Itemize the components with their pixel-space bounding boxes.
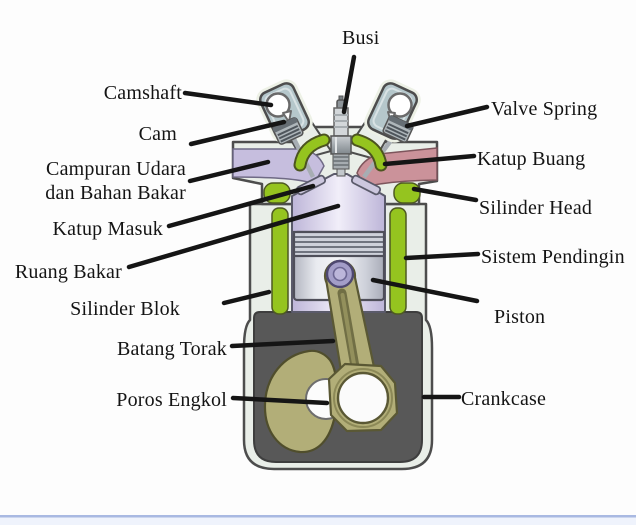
label-crankcase: Crankcase xyxy=(461,388,547,410)
camshaft-right xyxy=(387,92,413,118)
label-poros-engkol: Poros Engkol xyxy=(116,389,227,411)
label-valve-spring: Valve Spring xyxy=(491,98,598,120)
leader-cam xyxy=(188,119,287,147)
label-sistem-pendingin: Sistem Pendingin xyxy=(481,246,625,268)
leader-valve-spring xyxy=(404,104,490,129)
leader-katup-buang xyxy=(382,153,477,167)
leader-camshaft xyxy=(182,90,274,108)
label-camshaft: Camshaft xyxy=(103,82,182,104)
leader-silinder-head xyxy=(411,186,479,203)
leader-poros-engkol xyxy=(230,395,330,406)
label-katup-buang: Katup Buang xyxy=(477,148,586,170)
label-busi: Busi xyxy=(342,27,380,49)
coolant-arc-right xyxy=(350,133,388,172)
leader-campuran-udara xyxy=(187,159,271,184)
coolant-channel-right xyxy=(389,207,407,315)
camshaft-housing-left xyxy=(256,79,313,145)
leader-katup-masuk xyxy=(166,183,316,229)
camshaft-housing-right xyxy=(364,79,421,143)
label-silinder-head: Silinder Head xyxy=(479,197,593,219)
leader-sistem-pendingin xyxy=(403,251,481,261)
label-ruang-bakar: Ruang Bakar xyxy=(14,261,122,283)
label-campuran-udara: Campuran Udara dan Bahan Bakar xyxy=(45,158,186,204)
spark-plug xyxy=(330,95,352,177)
crank-pin xyxy=(336,371,390,425)
label-cam: Cam xyxy=(138,123,177,145)
label-batang-torak: Batang Torak xyxy=(116,338,227,360)
coolant-channel-left xyxy=(271,207,289,315)
bottom-strip xyxy=(0,517,636,525)
coolant-pocket-right xyxy=(393,182,421,204)
coolant-arc-left xyxy=(293,133,331,172)
label-piston: Piston xyxy=(494,306,546,328)
leader-piston xyxy=(370,277,480,304)
label-silinder-blok: Silinder Blok xyxy=(70,298,180,320)
leader-silinder-blok xyxy=(221,289,272,306)
leader-batang-torak xyxy=(229,338,336,349)
label-katup-masuk: Katup Masuk xyxy=(52,218,163,240)
leader-ruang-bakar xyxy=(126,203,341,270)
bottom-bar xyxy=(0,515,636,518)
leader-busi xyxy=(341,54,357,115)
leader-lines xyxy=(126,54,490,406)
